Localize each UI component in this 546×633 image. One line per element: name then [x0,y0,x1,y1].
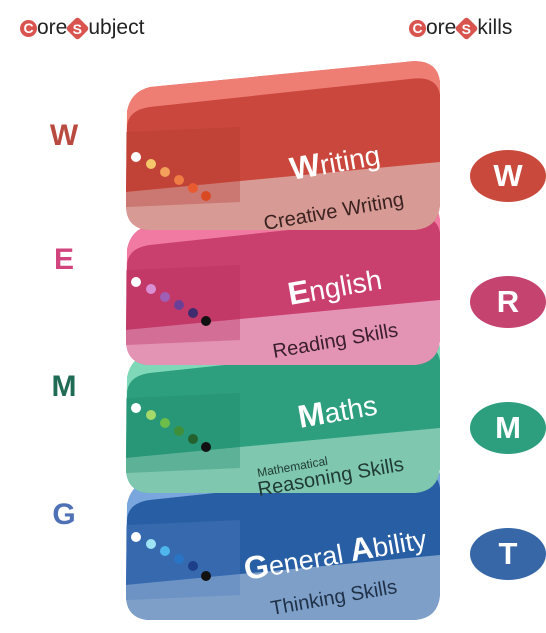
title-initial-m: M [295,395,328,435]
badge-reading: R [470,276,546,328]
left-letter-e: E [53,243,74,276]
block-maths: Maths Mathematical Reasoning Skills [126,327,440,501]
core-subject-word2: ubject [88,16,145,39]
badge-thinking: T [470,528,546,580]
left-letter-m: M [51,370,77,403]
badge-mathematical: M [470,402,546,454]
core-skills-c-badge: C [409,19,426,37]
core-subject-word1: ore [37,16,68,39]
dots-maths [131,403,211,452]
title-initial-w: W [287,146,324,187]
title-initial-g: G [241,547,272,587]
left-letter-w: W [49,119,79,152]
block-english: English Reading Skills [126,199,440,365]
dots-english [131,277,211,326]
dots-writing [131,152,211,201]
core-subject-c-badge: C [20,19,37,37]
block-writing: Writing Creative Writing [126,61,440,235]
badge-writing: W [470,150,546,202]
core-skills-word1: ore [426,16,457,39]
core-skills-word2: kills [477,16,513,39]
core-subject-heading: C ore S ubject [20,15,145,41]
left-letter-g: G [52,498,76,531]
dots-general-ability [131,532,211,581]
core-skills-heading: C ore S kills [409,15,513,41]
block-general-ability: General Ability Thinking Skills [126,454,440,620]
